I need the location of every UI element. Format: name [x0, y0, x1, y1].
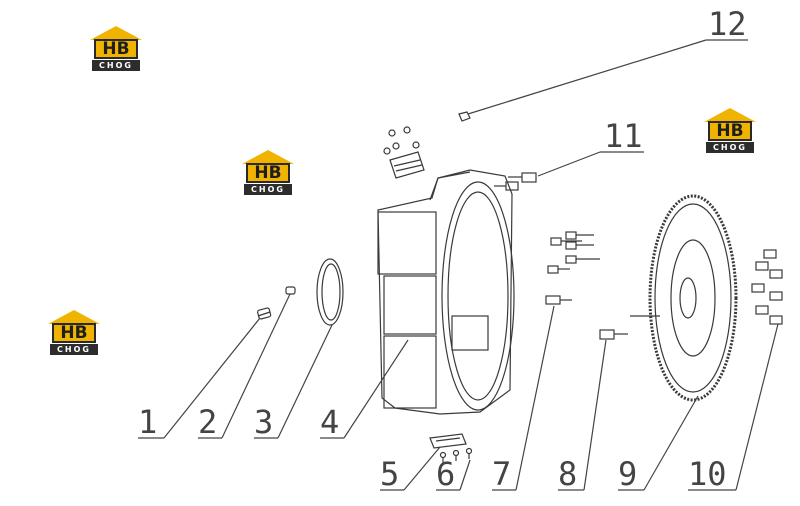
part-5-cover-plate: [429, 433, 467, 449]
callout-9: 9: [618, 455, 637, 493]
watermark-logo: HB CHOG: [46, 310, 102, 356]
callout-2: 2: [198, 403, 217, 441]
callout-8: 8: [558, 455, 577, 493]
callout-11: 11: [604, 117, 643, 155]
callout-7: 7: [492, 455, 511, 493]
watermark-logo: HB CHOG: [88, 26, 144, 72]
callout-12: 12: [708, 5, 747, 43]
callout-6: 6: [436, 455, 455, 493]
callout-5: 5: [380, 455, 399, 493]
part-9-flywheel: [648, 194, 738, 402]
part-1-plug: [257, 307, 272, 320]
watermark-logo: HB CHOG: [702, 108, 758, 154]
part-3-seal-ring: [316, 258, 344, 326]
part-11-bolts: [494, 172, 537, 191]
part-6-screws: [439, 447, 473, 463]
part-4-flywheel-housing: [377, 151, 515, 415]
watermark-logo: HB CHOG: [240, 150, 296, 196]
callout-4: 4: [320, 403, 339, 441]
callout-labels: 1 2 3 4 5 6 7 8 9 10 11 12: [138, 5, 747, 493]
part-7-bolts: [545, 231, 600, 305]
part-12-nut: [458, 111, 471, 122]
part-2-small-plug: [285, 286, 296, 295]
callout-1: 1: [138, 403, 157, 441]
callout-3: 3: [254, 403, 273, 441]
housing-top-screws: [383, 126, 420, 155]
callout-10: 10: [688, 455, 727, 493]
part-10-flywheel-bolts: [751, 249, 783, 325]
part-8-bolt: [599, 315, 660, 340]
callout-leaders: [138, 39, 779, 491]
